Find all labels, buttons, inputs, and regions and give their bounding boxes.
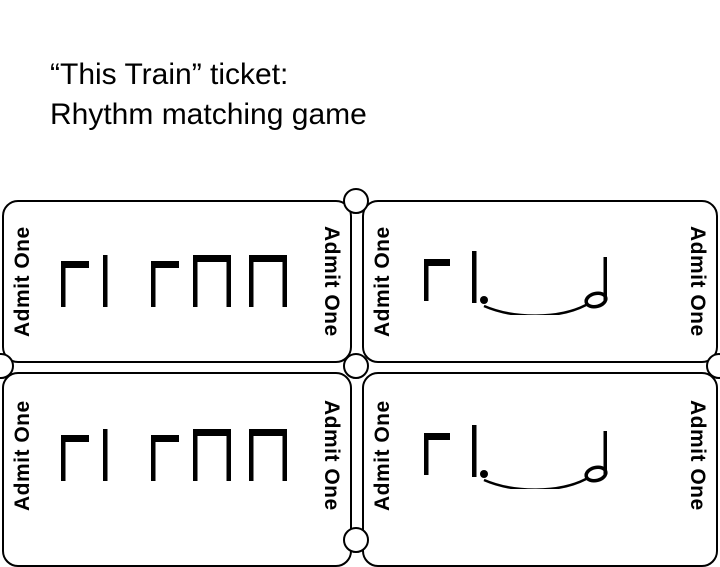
admit-one-label: Admit One: [320, 400, 343, 511]
admit-one-label: Admit One: [371, 400, 394, 511]
rhythm-notation-stick-pattern: [40, 378, 314, 533]
slide-title-line-2: Rhythm matching game: [50, 97, 367, 131]
ticket-notch: [343, 527, 369, 553]
ticket-top-right: Admit One Admit One: [362, 200, 718, 363]
admit-one-label: Admit One: [371, 226, 394, 337]
rhythm-tie-icon: [424, 250, 608, 315]
slide-title: “This Train” ticket: Rhythm matching gam…: [50, 55, 367, 134]
ticket-top-left: Admit One Admit One: [2, 200, 352, 363]
rhythm-notation-tied-pattern: [400, 378, 680, 533]
admit-one-label: Admit One: [11, 400, 34, 511]
rhythm-tie-icon: [424, 424, 608, 489]
tickets-grid: Admit One Admit One Admit One Admit One: [2, 200, 718, 567]
rhythm-notation-stick-pattern: [40, 206, 314, 357]
admit-one-label: Admit One: [320, 226, 343, 337]
rhythm-eighths-icon: [61, 254, 287, 307]
admit-one-label: Admit One: [11, 226, 34, 337]
rhythm-notation-tied-pattern: [400, 206, 680, 357]
ticket-bottom-right: Admit One Admit One: [362, 372, 718, 567]
admit-one-label: Admit One: [686, 226, 709, 337]
slide-title-line-1: “This Train” ticket:: [50, 58, 289, 91]
ticket-notch: [343, 353, 369, 379]
ticket-notch: [343, 188, 369, 214]
rhythm-eighths-icon: [61, 428, 287, 481]
ticket-bottom-left: Admit One Admit One: [2, 372, 352, 567]
ticket-notch: [706, 353, 720, 379]
admit-one-label: Admit One: [686, 400, 709, 511]
